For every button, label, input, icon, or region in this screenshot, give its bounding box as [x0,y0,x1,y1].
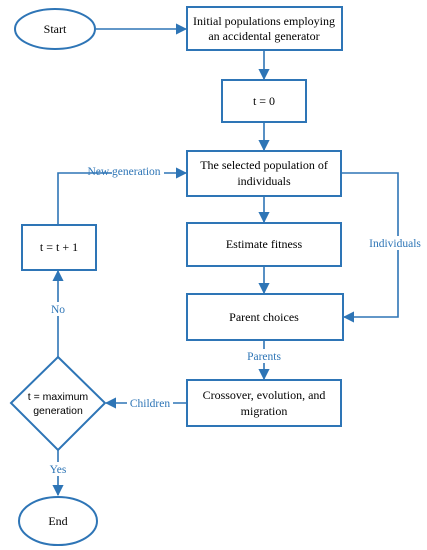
end-label: End [48,514,67,528]
parent-choices-node: Parent choices [186,293,344,341]
edge-increment-to-selected-new-generation [57,167,188,224]
selected-population-label-line2: individuals [237,174,291,188]
max-generation-decision: t = maximum generation [9,355,107,452]
edge-label-backdrop [244,349,284,363]
edge-label-children: Children [130,398,170,410]
crossover-node: Crossover, evolution, and migration [186,379,342,427]
init-population-node: Initial populations employing an acciden… [186,6,343,51]
edge-label-yes: Yes [50,464,67,476]
estimate-fitness-node: Estimate fitness [186,222,342,267]
end-node: End [18,496,98,546]
crossover-label-line1: Crossover, evolution, and [203,388,326,402]
estimate-fitness-label: Estimate fitness [226,237,303,251]
edge-label-parents: Parents [247,351,281,363]
init-population-label-line1: Initial populations employing [193,14,335,28]
decision-label-line1: t = maximum [28,391,89,403]
init-population-label-line2: an accidental generator [208,29,319,43]
start-node: Start [14,8,96,50]
edge-label-new-generation: New generation [87,166,160,178]
edge-label-backdrop [127,396,173,410]
selected-population-label-line1: The selected population of [200,158,328,172]
start-label: Start [44,22,67,36]
edge-label-backdrop [366,236,424,250]
edge-label-backdrop [45,462,71,476]
decision-label-line2: generation [33,405,83,417]
edge-label-individuals: Individuals [369,238,421,250]
parent-choices-label: Parent choices [229,310,299,324]
edge-label-backdrop [47,302,69,316]
selected-population-node: The selected population of individuals [186,150,342,197]
edge-label-no: No [51,304,65,316]
increment-node: t = t + 1 [21,224,97,271]
t-zero-node: t = 0 [221,79,307,123]
edge-label-backdrop [112,164,164,178]
increment-label: t = t + 1 [40,240,78,254]
t-zero-label: t = 0 [253,94,275,108]
crossover-label-line2: migration [241,404,288,418]
